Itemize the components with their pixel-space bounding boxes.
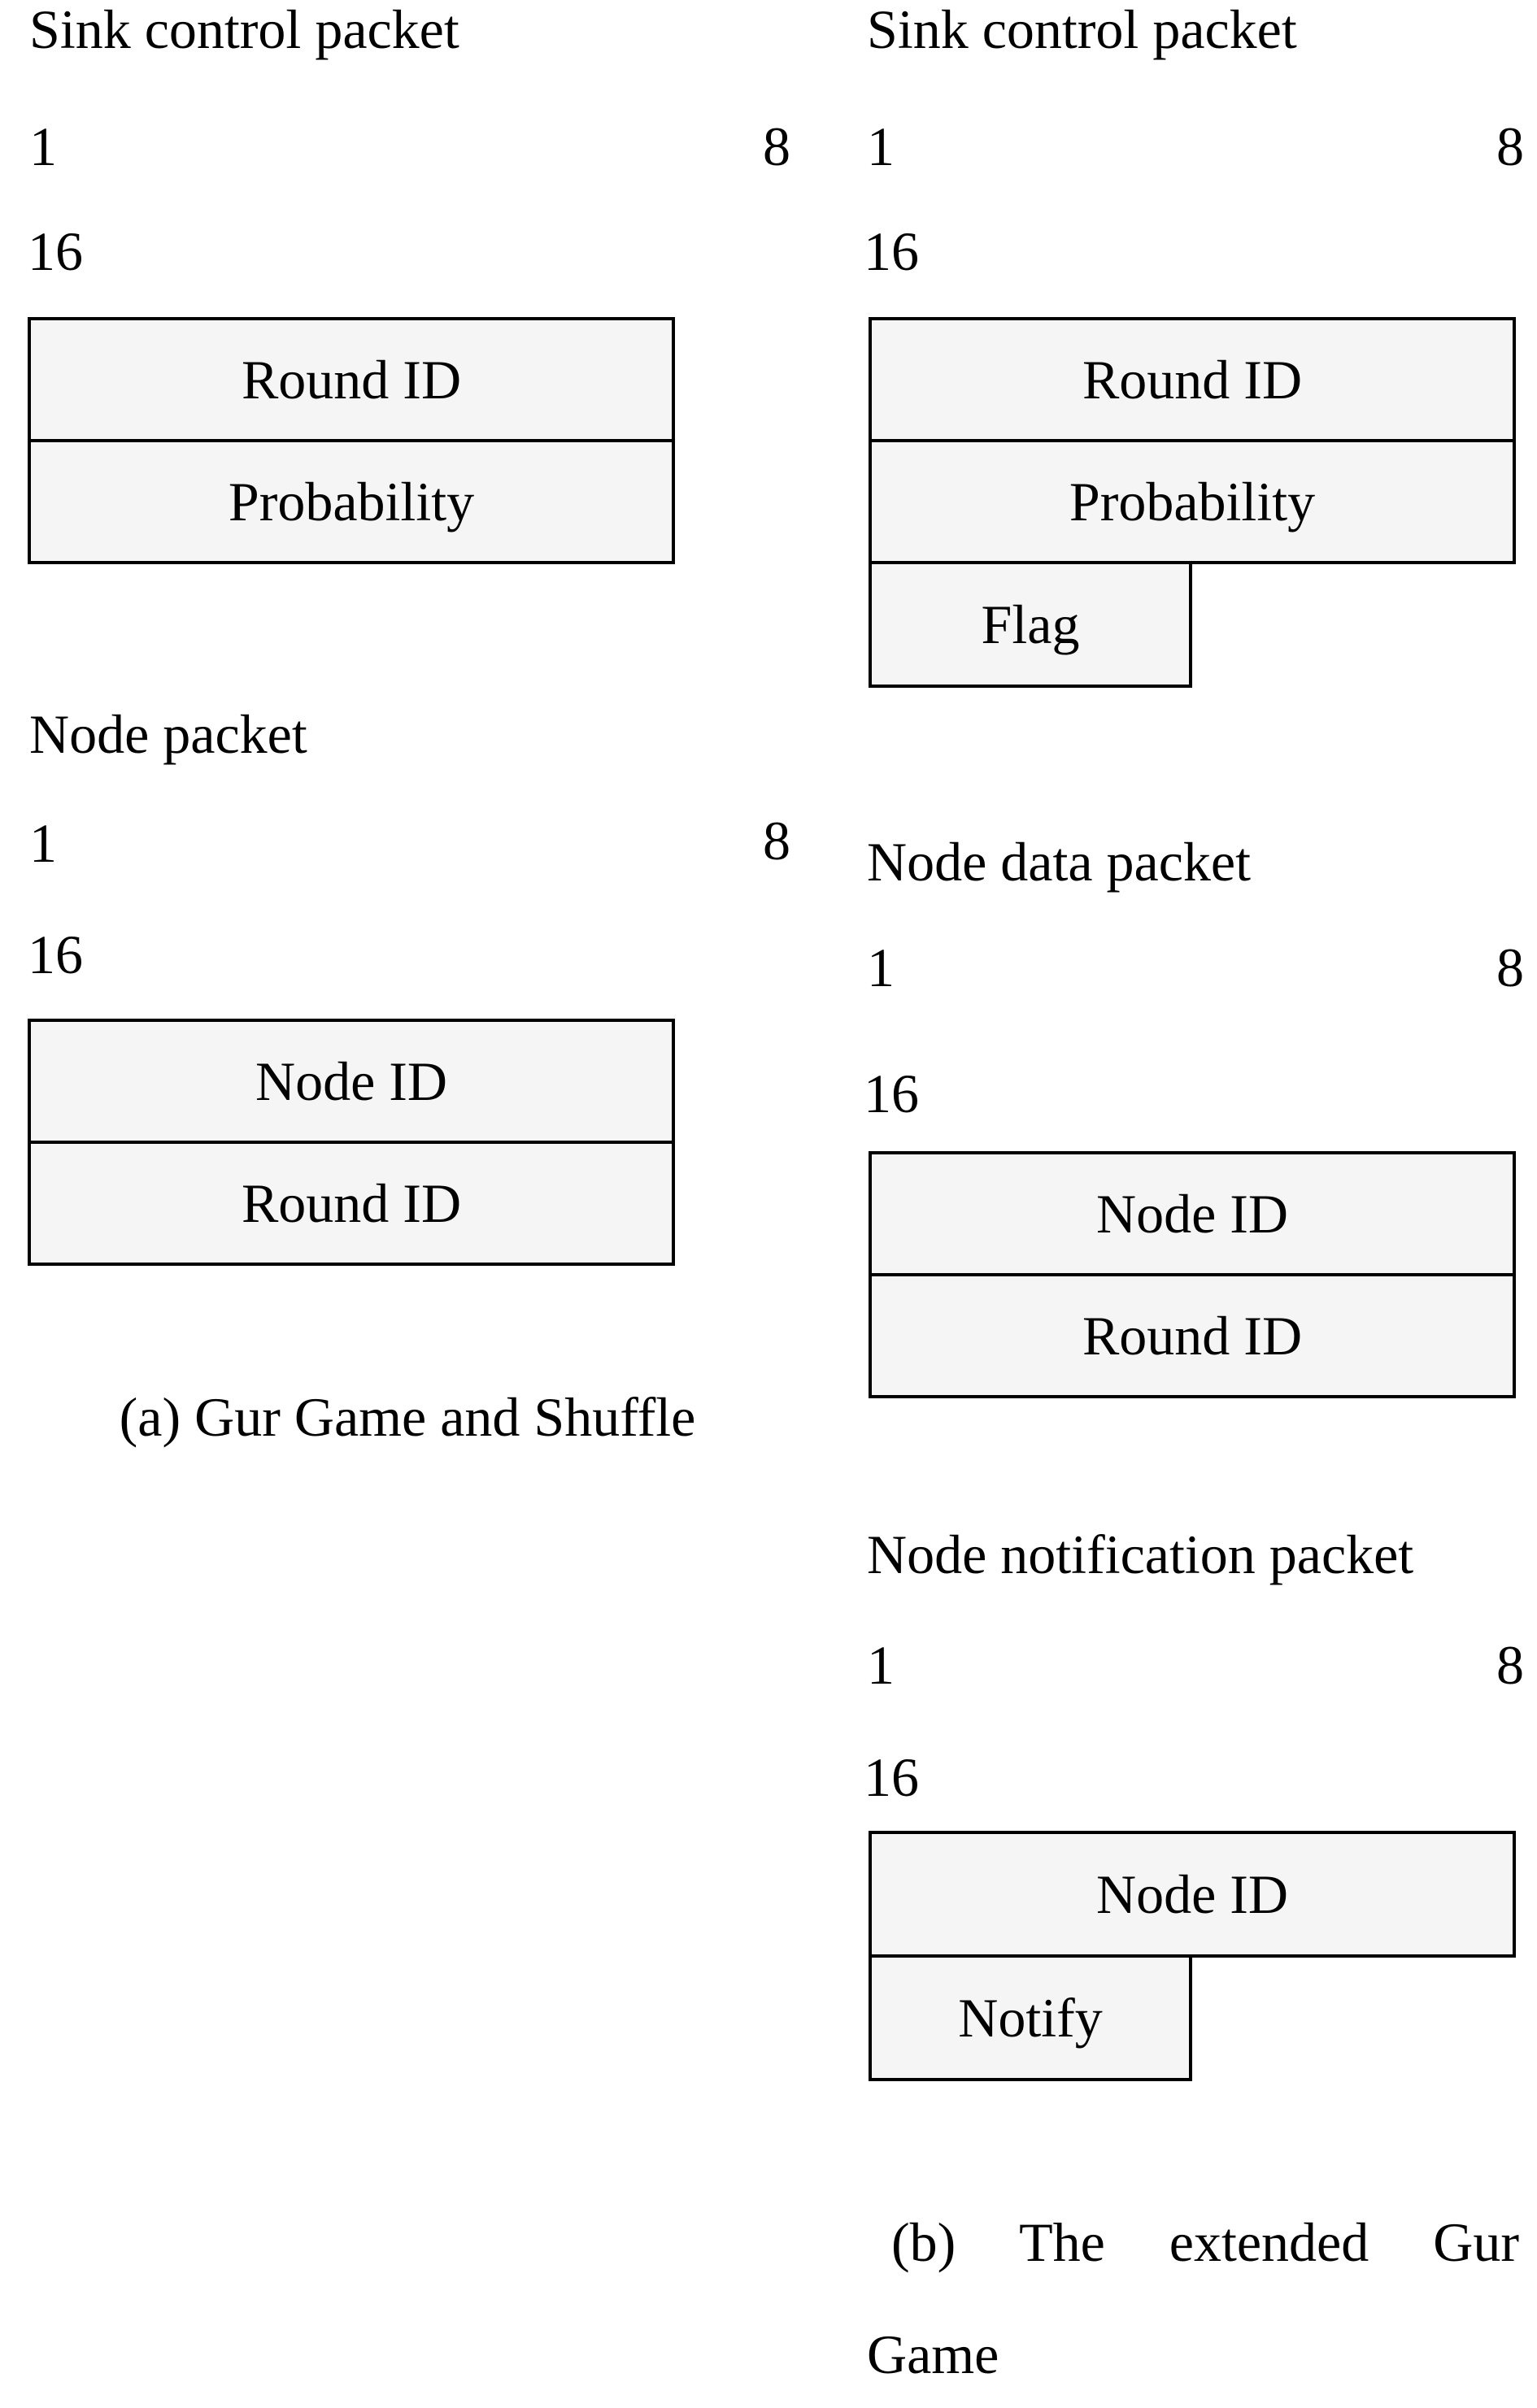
field-cell-half: Flag <box>869 561 1192 688</box>
packet-title: Sink control packet <box>867 0 1297 60</box>
field-cell: Probability <box>872 439 1513 561</box>
packet-diagram: Node ID Round ID <box>28 1019 675 1266</box>
packet-title: Node packet <box>29 703 307 765</box>
packet-title: Node notification packet <box>867 1523 1414 1585</box>
packet-diagram: Round ID Probability <box>869 317 1516 564</box>
bit-index-label-row2: 16 <box>864 1063 919 1124</box>
bit-index-label-end: 8 <box>1496 1634 1524 1696</box>
field-cell: Node ID <box>1095 1863 1289 1925</box>
field-cell: Round ID <box>872 1273 1513 1395</box>
field-cell-half: Notify <box>869 1954 1192 2081</box>
bit-index-label-row2: 16 <box>28 924 83 985</box>
bit-index-label-row2: 16 <box>28 220 83 282</box>
packet-diagram: Node ID Round ID <box>869 1151 1516 1398</box>
packet-title: Node data packet <box>867 831 1251 893</box>
packet-diagram: Node ID <box>869 1831 1516 1958</box>
field-cell: Node ID <box>255 1050 448 1112</box>
field-cell: Round ID <box>31 1141 672 1263</box>
bit-index-label-end: 8 <box>1496 937 1524 998</box>
field-cell: Round ID <box>1082 349 1303 411</box>
field-cell: Round ID <box>241 349 462 411</box>
figure-caption-a: (a) Gur Game and Shuffle <box>119 1386 696 1448</box>
bit-index-label-start: 1 <box>867 937 895 998</box>
packet-title: Sink control packet <box>29 0 459 60</box>
bit-index-label-start: 1 <box>867 115 895 177</box>
figure-caption-b-line2: Game <box>867 2323 999 2385</box>
field-cell: Probability <box>31 439 672 561</box>
bit-index-label-start: 1 <box>29 812 57 874</box>
bit-index-label-row2: 16 <box>864 1746 919 1808</box>
packet-diagram: Round ID Probability <box>28 317 675 564</box>
bit-index-label-end: 8 <box>1496 115 1524 177</box>
bit-index-label-end: 8 <box>763 115 790 177</box>
figure-caption-b-line1: (b) The extended Gur <box>891 2211 1519 2273</box>
bit-index-label-start: 1 <box>867 1634 895 1696</box>
field-cell: Node ID <box>1095 1183 1289 1245</box>
bit-index-label-row2: 16 <box>864 220 919 282</box>
bit-index-label-start: 1 <box>29 115 57 177</box>
bit-index-label-end: 8 <box>763 810 790 871</box>
